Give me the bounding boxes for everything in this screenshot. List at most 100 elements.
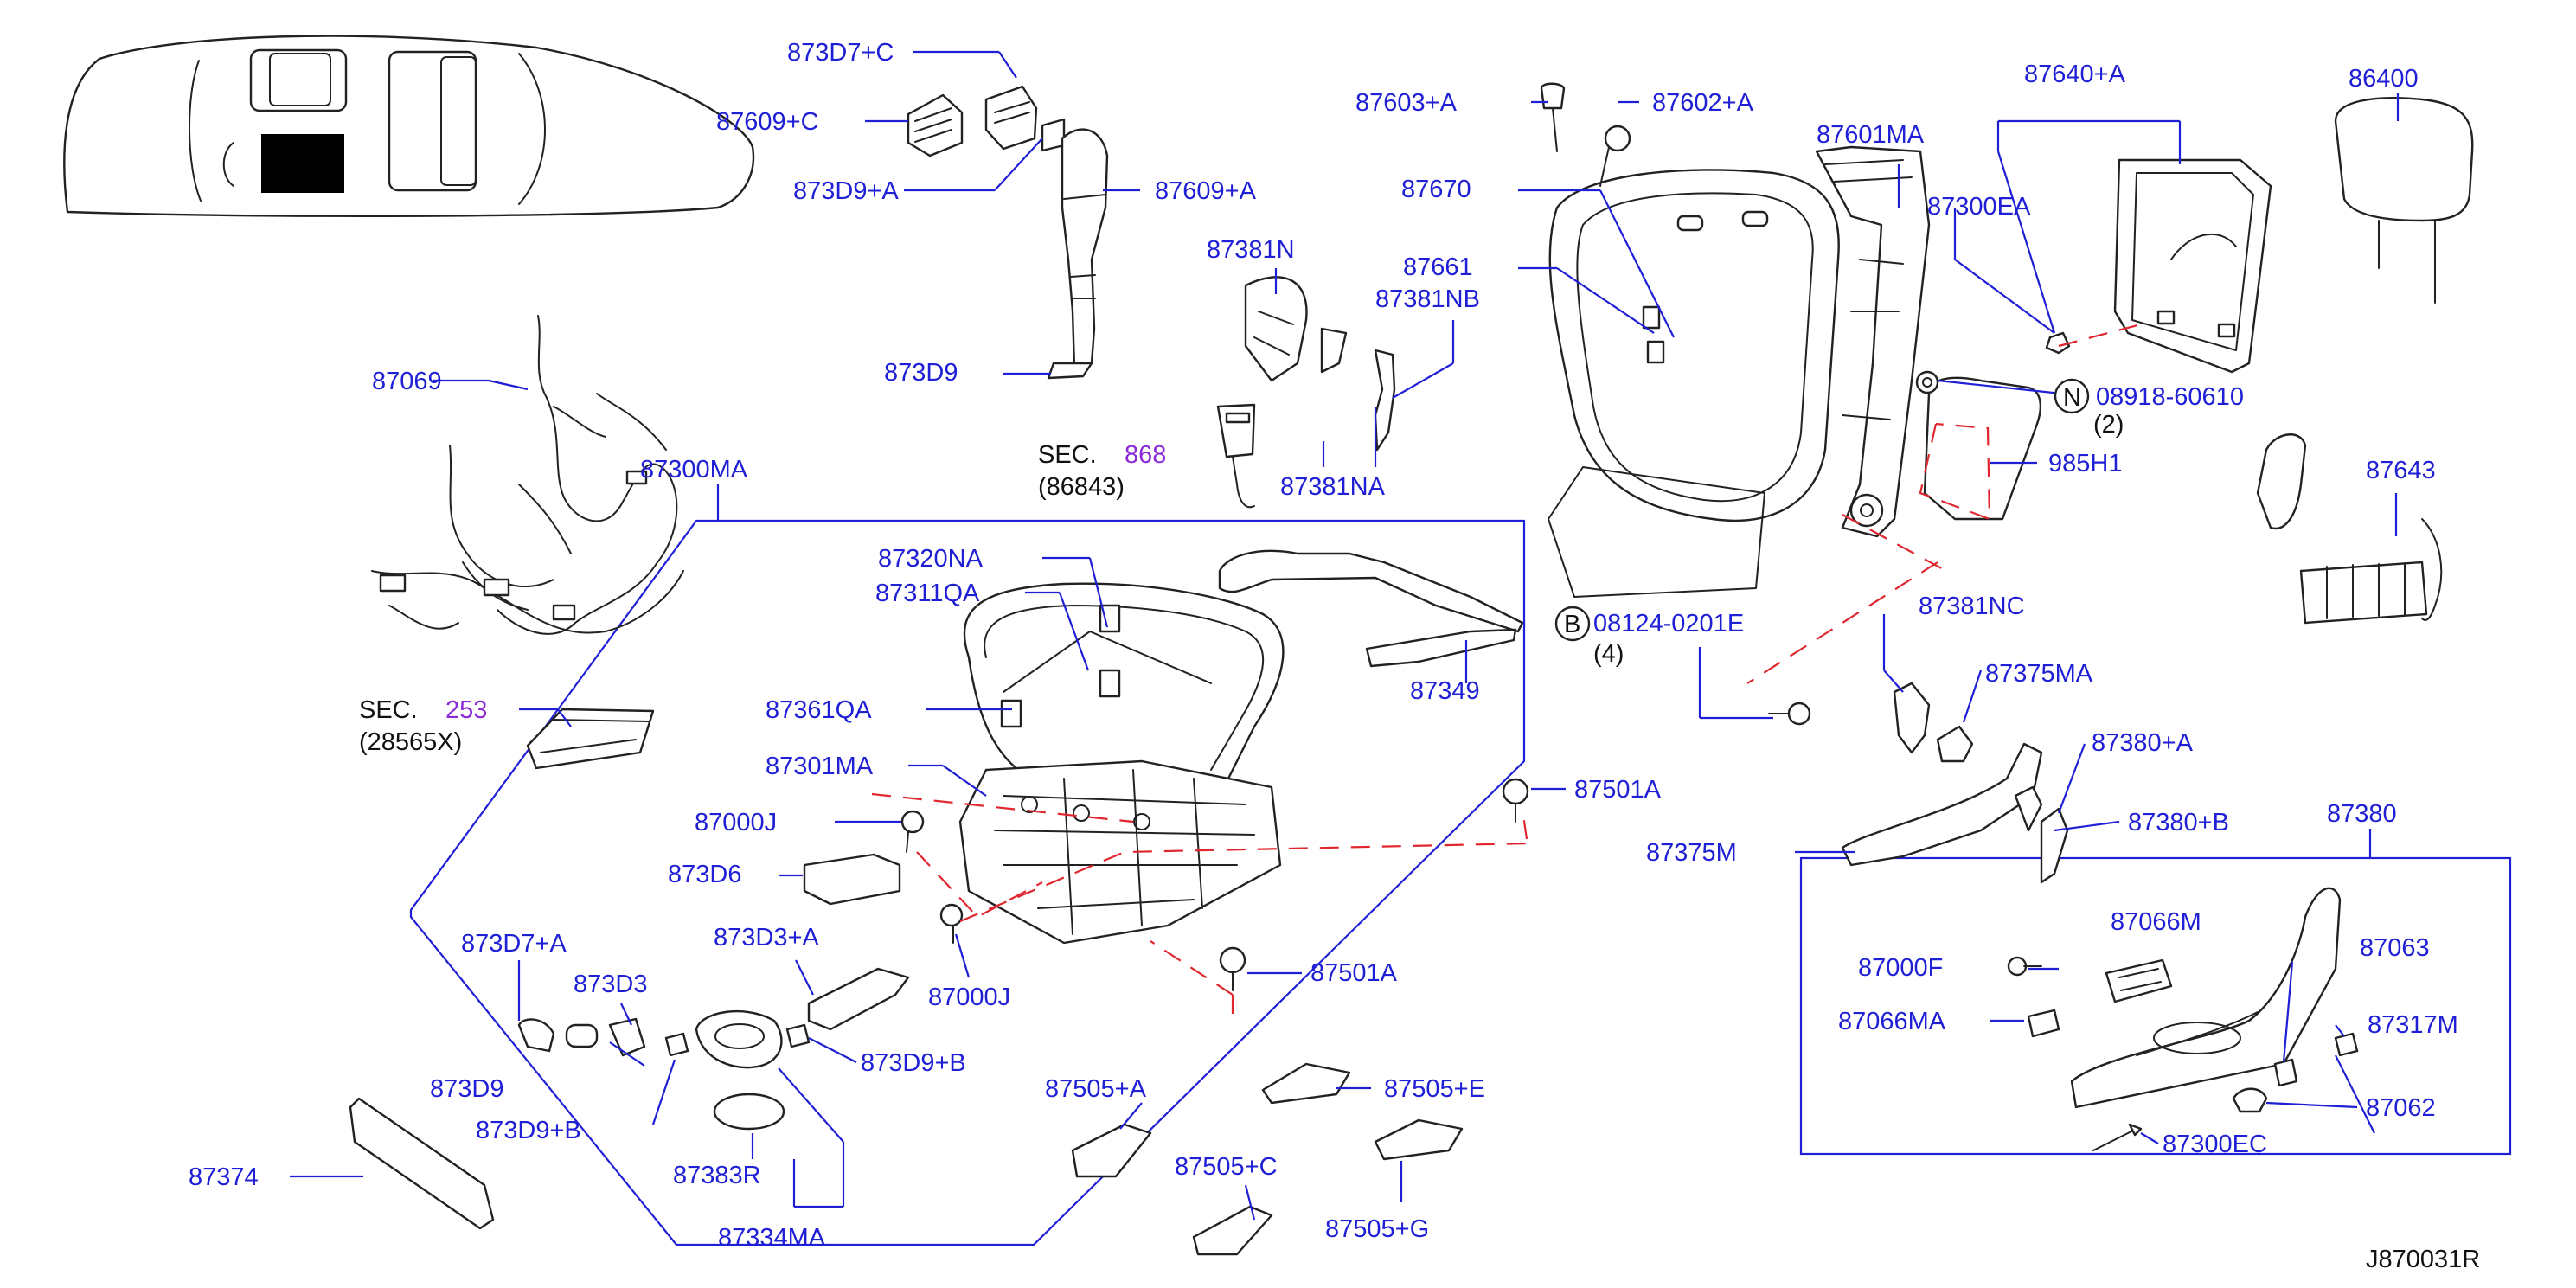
vehicle-locator — [63, 35, 755, 217]
label-87381N: 87381N — [1207, 236, 1295, 264]
label-87505E: 87505+E — [1384, 1075, 1485, 1103]
part-labels: 873D7+C 87609+C 873D9+A 87609+A 873D9 87… — [189, 39, 2458, 1252]
bolt-87602-icon — [1599, 125, 1631, 187]
svg-text:N: N — [2063, 384, 2081, 412]
label-873D9: 873D9 — [884, 359, 958, 387]
label-87300EC: 87300EC — [2163, 1131, 2267, 1158]
label-08124: 08124-0201E — [1593, 610, 1744, 638]
marker-n: N — [2054, 378, 2090, 414]
region-outline-87300MA — [409, 519, 1526, 1246]
switch-87066M-icon — [2105, 958, 2173, 1003]
cover-87505C-icon — [1192, 1205, 1273, 1256]
label-08918: 08918-60610 — [2096, 383, 2244, 411]
harness-87609-icon — [1047, 128, 1109, 380]
label-87601MA: 87601MA — [1817, 121, 1925, 149]
label-87609C: 87609+C — [716, 108, 819, 136]
tie-87300EC-icon — [2092, 1123, 2143, 1151]
label-87375M: 87375M — [1646, 839, 1737, 867]
trim-87374-icon — [349, 1097, 495, 1230]
label-87375MA: 87375MA — [1985, 660, 2093, 688]
diagram-code: J870031R — [2366, 1246, 2480, 1273]
label-sec-253: SEC. — [359, 696, 418, 724]
knob-87063-icon — [2273, 1058, 2298, 1087]
bolt-87603-icon — [1540, 82, 1566, 152]
label-873D7C: 873D7+C — [787, 39, 894, 67]
label-86400: 86400 — [2349, 65, 2419, 93]
seatback-87670-icon — [1548, 169, 1840, 598]
label-873D9A: 873D9+A — [793, 177, 899, 205]
label-87374: 87374 — [189, 1163, 259, 1191]
label-08124-qty: (4) — [1593, 640, 1624, 668]
label-87380A: 87380+A — [2092, 729, 2194, 757]
label-87066M: 87066M — [2111, 908, 2201, 936]
label-87066MA: 87066MA — [1838, 1008, 1946, 1035]
label-87602A: 87602+A — [1652, 89, 1754, 117]
label-873D3A: 873D3+A — [714, 924, 819, 952]
label-sec-253-num: 253 — [445, 696, 487, 724]
wire-harness-87069-icon — [371, 315, 684, 635]
label-87380B: 87380+B — [2128, 809, 2229, 836]
label-87661: 87661 — [1403, 253, 1473, 281]
label-873D3: 873D3 — [574, 971, 647, 998]
side-finisher-87380-icon — [2070, 887, 2342, 1109]
screw-87000J-icon — [900, 810, 964, 944]
label-873D9B-2: 873D9+B — [476, 1117, 581, 1144]
label-87501A-2: 87501A — [1310, 959, 1398, 987]
clip-87300EA-icon — [1915, 331, 2071, 394]
label-87349: 87349 — [1410, 677, 1480, 705]
label-87320NA: 87320NA — [878, 545, 984, 573]
switch-873D7A-icon — [517, 1017, 689, 1057]
module-253-icon — [526, 708, 655, 770]
label-87603A: 87603+A — [1355, 89, 1458, 117]
leader-lines — [290, 50, 2400, 1221]
label-87670: 87670 — [1401, 176, 1471, 203]
label-sec-868-num: 868 — [1125, 441, 1166, 469]
screw-87000F-icon — [2007, 956, 2042, 977]
label-87505C: 87505+C — [1175, 1153, 1278, 1181]
label-87300MA: 87300MA — [640, 456, 748, 484]
label-87383R: 87383R — [673, 1162, 761, 1189]
label-87505A: 87505+A — [1045, 1075, 1147, 1103]
label-873D6: 873D6 — [668, 861, 741, 888]
bolt-08124-icon — [1768, 702, 1811, 726]
switch-87066MA-icon — [2027, 1009, 2060, 1038]
label-87000J-2: 87000J — [928, 984, 1010, 1011]
label-87000J-1: 87000J — [695, 809, 777, 836]
finisher-87375M-icon — [1841, 682, 2069, 884]
cushion-frame-icon — [958, 759, 1282, 945]
label-873D9B-1: 873D9+B — [861, 1049, 966, 1077]
label-873D7A: 873D7+A — [461, 930, 567, 958]
knob-87317M-icon — [2334, 1032, 2359, 1057]
back-board-icon — [2113, 158, 2272, 374]
label-87609A: 87609+A — [1155, 177, 1257, 205]
label-87334MA: 87334MA — [718, 1224, 826, 1252]
lumbar-87643-icon — [2256, 433, 2443, 625]
label-87311QA: 87311QA — [875, 580, 980, 607]
label-sec-868: SEC. — [1038, 441, 1097, 469]
label-87300EA: 87300EA — [1927, 193, 2031, 221]
label-87000F: 87000F — [1858, 954, 1943, 982]
cover-87505A-icon — [1071, 1123, 1152, 1178]
rail-87349-icon — [1218, 549, 1524, 668]
cover-87505G-icon — [1374, 1118, 1464, 1161]
label-87381NC: 87381NC — [1919, 593, 2025, 620]
label-87069: 87069 — [372, 368, 442, 395]
switch-part-icon — [907, 85, 1066, 157]
label-87381NB: 87381NB — [1375, 285, 1480, 313]
module-873D6-icon — [803, 853, 901, 906]
selected-seat-marker — [261, 134, 344, 193]
side-airbag-icon — [1923, 376, 2042, 521]
label-28565X: (28565X) — [359, 728, 462, 756]
region-box-87380 — [1799, 856, 2512, 1156]
knob-87062-icon — [2232, 1087, 2268, 1113]
label-873D9-b: 873D9 — [430, 1075, 503, 1103]
seat-belt-buckle-icon — [1216, 403, 1256, 509]
label-87317M: 87317M — [2368, 1011, 2458, 1039]
label-87063: 87063 — [2360, 934, 2430, 962]
label-08918-qty: (2) — [2093, 411, 2124, 439]
label-87062: 87062 — [2366, 1094, 2436, 1122]
label-87301MA: 87301MA — [766, 753, 874, 780]
svg-text:B: B — [1564, 611, 1580, 638]
seatback-frame-icon — [1815, 145, 1931, 538]
